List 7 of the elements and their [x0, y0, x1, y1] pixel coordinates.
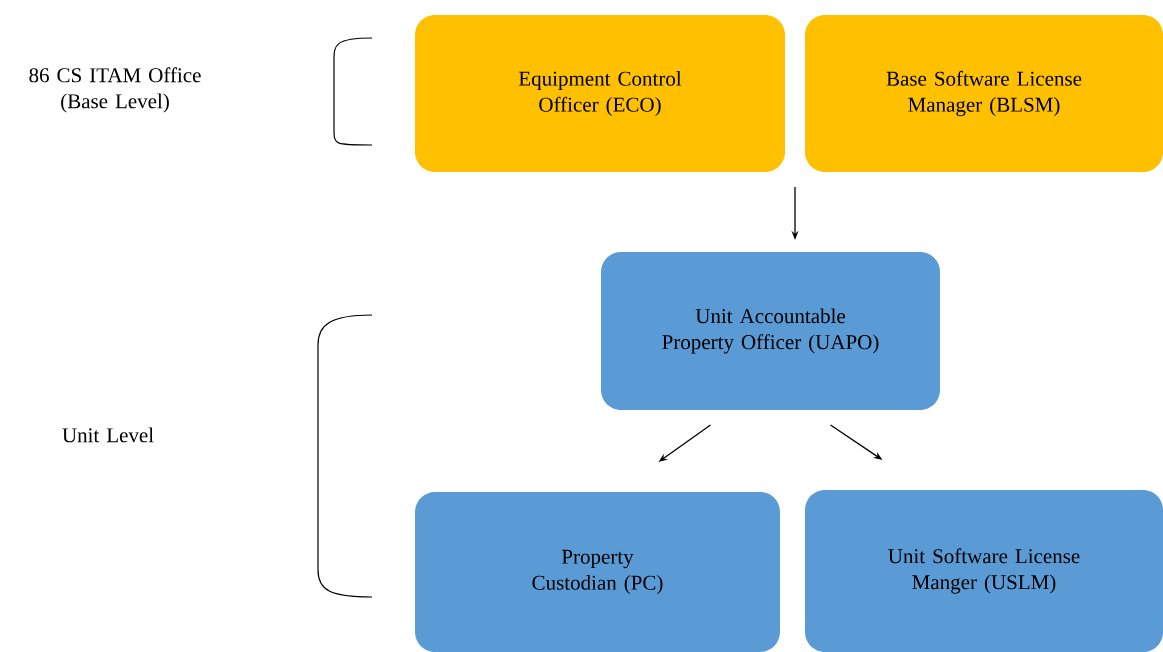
role-box: Property Custodian (PC)	[415, 492, 780, 652]
level-label: Unit Level	[62, 427, 154, 443]
role-box: Unit Accountable Property Officer (UAPO)	[601, 252, 940, 410]
role-box: Unit Software License Manger (USLM)	[805, 490, 1163, 652]
role-box: Equipment Control Officer (ECO)	[415, 15, 785, 172]
level-label: 86 CS ITAM Office (Base Level)	[29, 67, 201, 113]
role-box: Base Software License Manager (BLSM)	[805, 15, 1163, 172]
